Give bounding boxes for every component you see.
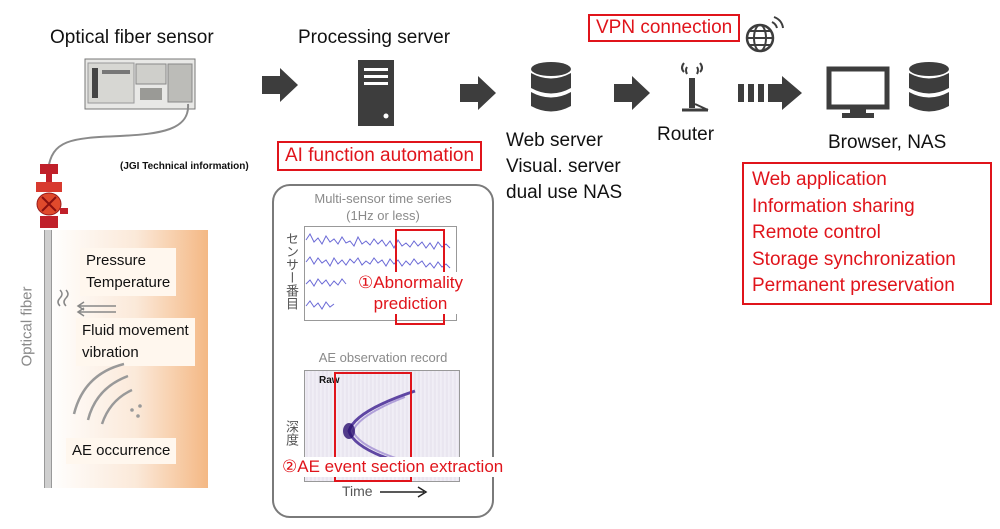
abnormality-line2: prediction bbox=[373, 294, 448, 313]
timeseries-title-line1: Multi-sensor time series bbox=[314, 191, 452, 206]
temperature-label: Temperature bbox=[86, 274, 171, 291]
optical-fiber-label: Optical fiber bbox=[18, 286, 36, 367]
abnormality-line1: ①Abnormality bbox=[358, 273, 463, 292]
time-arrow-icon bbox=[380, 486, 428, 498]
credit-label: (JGI Technical information) bbox=[120, 161, 249, 172]
pressure-temperature-label: Pressure Temperature bbox=[80, 248, 177, 296]
web-server-line3: dual use NAS bbox=[506, 182, 623, 203]
feature-remote-control: Remote control bbox=[752, 222, 881, 243]
server-icon bbox=[358, 60, 394, 126]
monitor-icon bbox=[826, 66, 890, 118]
web-server-text: Web server Visual. server dual use NAS bbox=[506, 128, 622, 206]
globe-wifi-icon bbox=[745, 16, 784, 53]
ae-ylabel: 深度 bbox=[284, 420, 299, 446]
database-icon bbox=[531, 62, 571, 112]
sensor-device-image bbox=[84, 58, 196, 110]
fluid-movement-label: Fluid movement bbox=[82, 322, 189, 339]
time-axis-label: Time bbox=[342, 483, 373, 499]
timeseries-ylabel: センサー番目 bbox=[284, 232, 299, 310]
browser-nas-label: Browser, NAS bbox=[828, 132, 947, 153]
router-icon bbox=[681, 62, 709, 112]
ae-raw-label: Raw bbox=[319, 375, 340, 386]
fluid-vibration-label: Fluid movement vibration bbox=[76, 318, 195, 366]
web-server-line1: Web server bbox=[506, 130, 603, 151]
ae-wave-icon bbox=[72, 362, 142, 425]
ae-extraction-highlight-box bbox=[334, 372, 412, 482]
vibration-label: vibration bbox=[82, 344, 139, 361]
vpn-connection-box: VPN connection bbox=[588, 14, 741, 42]
optical-fiber-line bbox=[44, 230, 52, 488]
feature-information-sharing: Information sharing bbox=[752, 195, 915, 217]
ai-function-box: AI function automation bbox=[277, 141, 483, 171]
abnormality-prediction-label: ①Abnormality prediction bbox=[354, 272, 467, 314]
flow-arrow-3 bbox=[614, 76, 650, 110]
ae-occurrence-label: AE occurrence bbox=[66, 438, 177, 464]
nas-database-icon bbox=[909, 62, 949, 112]
valve-icon bbox=[30, 164, 70, 234]
features-box: Web application Information sharing Remo… bbox=[742, 162, 992, 305]
sensor-title: Optical fiber sensor bbox=[50, 27, 214, 48]
ae-record-title: AE observation record bbox=[318, 350, 448, 365]
heat-arrows-icon bbox=[57, 289, 116, 317]
flow-arrow-2 bbox=[460, 76, 496, 110]
flow-arrow-dashed bbox=[738, 76, 802, 110]
ae-extraction-label: ②AE event section extraction bbox=[280, 457, 506, 477]
timeseries-title-line2: (1Hz or less) bbox=[346, 208, 420, 223]
timeseries-title: Multi-sensor time series (1Hz or less) bbox=[272, 190, 494, 224]
pressure-label: Pressure bbox=[86, 252, 147, 269]
sensor-cable bbox=[47, 103, 190, 171]
feature-storage-synchronization: Storage synchronization bbox=[752, 248, 956, 270]
processing-server-title: Processing server bbox=[298, 27, 451, 48]
router-label: Router bbox=[657, 124, 715, 145]
feature-permanent-preservation: Permanent preservation bbox=[752, 275, 955, 296]
web-server-line2: Visual. server bbox=[506, 156, 621, 177]
flow-arrow-1 bbox=[262, 68, 298, 102]
feature-web-application: Web application bbox=[752, 169, 887, 190]
